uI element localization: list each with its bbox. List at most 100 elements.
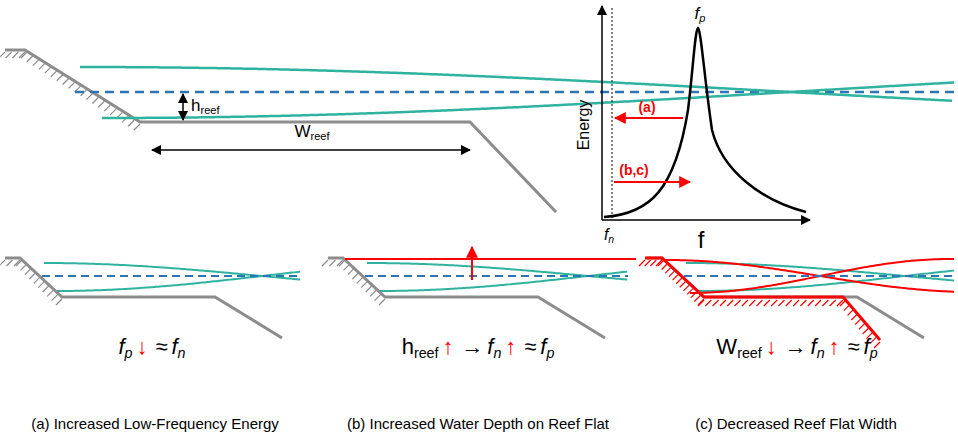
hatch-stroke [870, 337, 876, 343]
dimension-label: hreef [191, 97, 220, 116]
hatch-stroke [650, 260, 656, 266]
wave-curve [56, 272, 300, 291]
label-text: f [487, 334, 493, 359]
hatch-stroke [104, 105, 110, 111]
water-level [365, 275, 628, 277]
depth-dimension [182, 94, 184, 120]
hatch-stroke [822, 300, 828, 306]
wave-curve [686, 263, 954, 280]
hatch-stroke [110, 109, 116, 115]
hatch-stroke [0, 52, 5, 58]
label-text: (a) Increased Low-Frequency Energy [31, 415, 279, 432]
label-text: ↑ [829, 334, 840, 359]
label-text: p [870, 345, 878, 361]
hatch-stroke [25, 269, 31, 275]
label-text: (c) Decreased Reef Flat Width [695, 415, 897, 432]
label-text: ≈ [155, 334, 167, 359]
formula: fp↓≈fn [118, 336, 185, 361]
hatch-stroke [6, 52, 12, 58]
hatch-stroke [343, 264, 349, 270]
label-text: n [493, 345, 501, 361]
hatch-stroke [63, 79, 69, 85]
label-text: f [864, 334, 870, 359]
hatch-stroke [322, 260, 328, 266]
label-text: ↑ [505, 334, 516, 359]
wave-curve [102, 82, 954, 118]
hatch-stroke [45, 67, 51, 73]
label-text: reef [737, 345, 762, 361]
label-text: n [608, 234, 614, 245]
hatch-stroke [69, 82, 75, 88]
hatch-stroke [348, 269, 354, 275]
hatch-stroke [694, 295, 700, 301]
wave-curve [379, 272, 627, 291]
hatch-stroke [676, 278, 682, 284]
hatch-stroke [673, 274, 679, 280]
wave-curve [666, 260, 954, 292]
axis-title: Energy [576, 100, 592, 151]
hatch-stroke [56, 299, 62, 305]
x-axis [602, 219, 810, 221]
peak-label: fp [695, 5, 706, 24]
rise-arrow [471, 247, 473, 280]
hatch-stroke [7, 260, 13, 266]
hatch-stroke [21, 52, 27, 58]
panel-caption: (c) Decreased Reef Flat Width [695, 416, 897, 431]
wave-curve [80, 67, 952, 101]
label-text: W [294, 122, 310, 141]
width-dimension [152, 149, 470, 151]
hatch-stroke [330, 260, 336, 266]
dimension-label: Wreef [294, 123, 329, 142]
hatch-stroke [86, 94, 92, 100]
fn-label: fn [604, 227, 614, 246]
label-text: Energy [575, 100, 592, 151]
hatch-stroke [34, 277, 40, 283]
label-text: reef [414, 345, 439, 361]
hatch-stroke [645, 260, 651, 266]
hatch-stroke [361, 282, 367, 288]
shift-arrow [615, 117, 683, 119]
label-text: p [699, 13, 705, 25]
hatch-stroke [92, 97, 98, 103]
hatch-stroke [859, 323, 865, 329]
reef-profile [5, 50, 556, 212]
hatch-stroke [720, 300, 726, 306]
label-text: f [604, 226, 608, 243]
hatch-stroke [855, 319, 861, 325]
formula: Wreef↓→fn↑≈fp [716, 336, 877, 361]
hatch-stroke [128, 120, 134, 126]
wave-curve [698, 271, 954, 291]
hatch-stroke [29, 273, 35, 279]
hatch-stroke [749, 300, 755, 306]
label-text: ↑ [442, 334, 453, 359]
hatch-stroke [727, 300, 733, 306]
hatch-stroke [39, 63, 45, 69]
hatch-stroke [375, 295, 381, 301]
hatch-stroke [683, 285, 689, 291]
hatch-stroke [771, 300, 777, 306]
water-level [684, 275, 955, 277]
hatch-stroke [639, 260, 645, 266]
hatch-stroke [370, 290, 376, 296]
hatch-stroke [357, 277, 363, 283]
hatch-stroke [808, 300, 814, 306]
label-text: f [540, 334, 546, 359]
hatch-stroke [793, 300, 799, 306]
hatch-stroke [830, 300, 836, 306]
panel-caption: (a) Increased Low-Frequency Energy [31, 416, 279, 431]
label-text: n [178, 345, 186, 361]
hatch-stroke [698, 299, 704, 305]
water-level [42, 275, 302, 277]
standing-waves [44, 67, 954, 293]
hatch-stroke [815, 300, 821, 306]
label-text: f [171, 334, 177, 359]
label-text: h [191, 96, 200, 115]
hatch-stroke [20, 264, 26, 270]
label-text: reef [311, 131, 330, 143]
hatch-stroke [12, 52, 18, 58]
hatch-stroke [352, 273, 358, 279]
formula: hreef↑→fn↑≈fp [402, 336, 555, 361]
hatch-stroke [778, 300, 784, 306]
label-text: (b,c) [619, 162, 649, 178]
